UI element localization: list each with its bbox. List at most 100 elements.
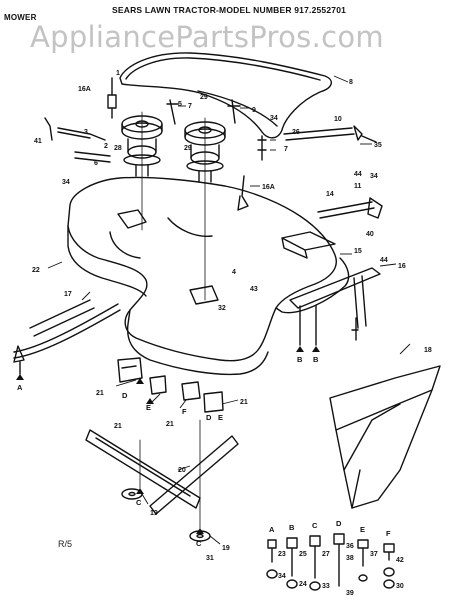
nut-34 — [266, 569, 278, 579]
bracket-16a-right — [237, 175, 249, 211]
callout-19-right: 19 — [222, 545, 230, 552]
ref-letter-c-right: C — [196, 539, 202, 548]
diagram-title: SEARS LAWN TRACTOR-MODEL NUMBER 917.2552… — [112, 5, 347, 15]
callout-37: 37 — [370, 551, 378, 558]
callout-9: 9 — [252, 107, 256, 114]
mower-deck — [67, 176, 337, 362]
callout-26: 26 — [292, 129, 300, 136]
ref-letter-e-hw: E — [360, 525, 365, 534]
callout-16: 16 — [398, 263, 406, 270]
leader-lines — [47, 75, 411, 545]
blade-adapter-left-1 — [117, 357, 143, 383]
callout-40: 40 — [366, 231, 374, 238]
ref-letter-d-right: D — [206, 413, 212, 422]
watermark: AppliancePartsPros.com — [30, 20, 384, 54]
callout-28: 28 — [114, 145, 122, 152]
callout-11: 11 — [354, 183, 362, 190]
deck-bracket-15 — [281, 231, 336, 259]
adjust-link-14 — [317, 201, 375, 219]
nut-30 — [383, 579, 395, 589]
blade-adapter-right-2 — [203, 391, 224, 413]
callout-6: 6 — [94, 160, 98, 167]
blade-right — [149, 435, 239, 515]
callout-35: 35 — [374, 142, 382, 149]
callout-10: 10 — [334, 116, 342, 123]
ref-letter-c-hw: C — [312, 521, 318, 530]
callout-5: 5 — [178, 101, 182, 108]
callout-14: 14 — [326, 191, 334, 198]
callout-42: 42 — [396, 557, 404, 564]
link-arm-10 — [283, 127, 355, 141]
callout-31: 31 — [206, 555, 214, 562]
callout-22: 22 — [32, 267, 40, 274]
ref-letter-a-left: A — [17, 383, 23, 392]
ref-letter-f-hw: F — [386, 529, 391, 538]
callout-34-left: 34 — [62, 179, 70, 186]
idler-stud-9 — [227, 99, 241, 124]
blade-adapter-right-1 — [181, 381, 201, 401]
callout-21-left: 21 — [96, 390, 104, 397]
left-arm-bracket — [44, 117, 106, 141]
callout-1: 1 — [116, 70, 120, 77]
ref-letter-e-right: E — [218, 413, 223, 422]
callout-7-upper: 7 — [188, 103, 192, 110]
callout-43: 43 — [250, 286, 258, 293]
callout-23: 23 — [278, 551, 286, 558]
deck-opening-left — [117, 209, 147, 229]
side-rod-17 — [13, 303, 121, 359]
left-spindle-pulley — [121, 111, 163, 231]
callout-41: 41 — [34, 138, 42, 145]
nut-24 — [286, 579, 298, 589]
deck-support-16 — [289, 267, 381, 309]
callout-16a-left: 16A — [78, 86, 91, 93]
callout-16a-right: 16A — [262, 184, 275, 191]
section-label: MOWER — [4, 13, 37, 22]
ref-letter-c-left: C — [136, 498, 142, 507]
blade-adapter-left-2 — [149, 375, 167, 395]
blade-left — [85, 429, 201, 509]
hardware-bolts — [267, 533, 395, 587]
callout-29-lower: 29 — [184, 145, 192, 152]
callout-25: 25 — [299, 551, 307, 558]
ref-letter-d-hw: D — [336, 519, 342, 528]
ref-letter-b-deck-2: B — [313, 355, 319, 364]
callout-17: 17 — [64, 291, 72, 298]
callout-20: 20 — [178, 467, 186, 474]
callout-21-right: 21 — [240, 399, 248, 406]
discharge-chute — [329, 365, 441, 509]
callout-36: 36 — [346, 543, 354, 550]
callout-29-upper: 29 — [200, 94, 208, 101]
reference-arrows — [16, 346, 320, 534]
deck-opening-right — [189, 285, 219, 305]
callout-32: 32 — [218, 305, 226, 312]
ref-letter-b-deck: B — [297, 355, 303, 364]
callout-4: 4 — [232, 269, 236, 276]
callout-8: 8 — [349, 79, 353, 86]
ref-letter-b-hw: B — [289, 523, 295, 532]
callout-21-lower-left: 21 — [114, 423, 122, 430]
callout-34-bottom: 34 — [278, 573, 286, 580]
drive-belt — [119, 52, 332, 139]
callout-44-lower: 44 — [380, 257, 388, 264]
callout-24: 24 — [299, 581, 307, 588]
callout-38: 38 — [346, 555, 354, 562]
ref-letter-d-left: D — [122, 391, 128, 400]
callout-30: 30 — [396, 583, 404, 590]
callout-21-lower-mid: 21 — [166, 421, 174, 428]
callout-33: 33 — [322, 583, 330, 590]
belt-guide-7 — [257, 135, 267, 161]
callout-18: 18 — [424, 347, 432, 354]
callout-15: 15 — [354, 248, 362, 255]
idler-stud-5 — [166, 99, 179, 125]
callout-19-left: 19 — [150, 510, 158, 517]
nut-33 — [309, 581, 321, 591]
callout-27: 27 — [322, 551, 330, 558]
callout-39: 39 — [346, 590, 354, 597]
callout-34-mid: 34 — [270, 115, 278, 122]
right-spindle-pulley — [184, 117, 226, 301]
callout-44-upper: 44 — [354, 171, 362, 178]
ref-letter-f-mid: F — [182, 407, 187, 416]
ref-letter-a-hw: A — [269, 525, 275, 534]
callout-2: 2 — [104, 143, 108, 150]
